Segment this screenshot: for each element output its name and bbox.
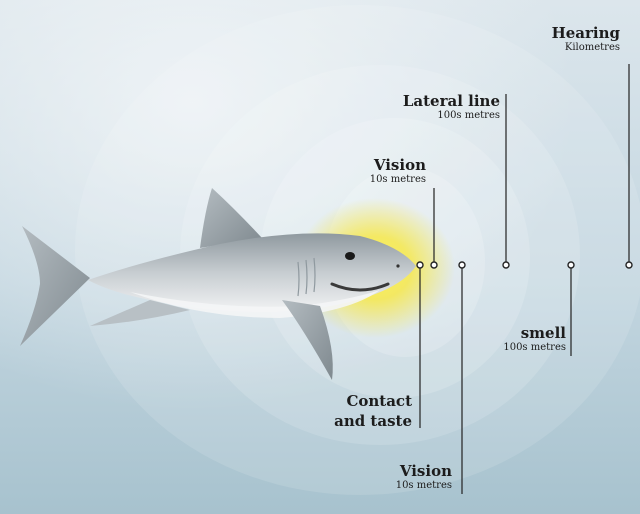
- label-smell: smell 100s metres: [503, 326, 566, 353]
- label-hearing-sub: Kilometres: [552, 43, 620, 54]
- marker-smell: [568, 262, 574, 268]
- shark-eye: [345, 252, 355, 260]
- label-vision-top-sub: 10s metres: [370, 175, 426, 186]
- label-vision-top: Vision 10s metres: [370, 158, 426, 185]
- label-smell-title: smell: [503, 326, 566, 342]
- marker-contact-taste: [417, 262, 423, 268]
- label-vision-bottom: Vision 10s metres: [396, 464, 452, 491]
- label-contact-taste: Contact and taste: [334, 392, 412, 431]
- marker-lateral-line: [503, 262, 509, 268]
- label-vision-top-title: Vision: [370, 158, 426, 174]
- label-vision-bottom-sub: 10s metres: [396, 481, 452, 492]
- label-smell-sub: 100s metres: [503, 343, 566, 354]
- marker-vision-top: [431, 262, 437, 268]
- label-hearing: Hearing Kilometres: [552, 26, 620, 53]
- label-contact-taste-title: Contact and taste: [334, 392, 412, 431]
- label-lateral-line: Lateral line 100s metres: [403, 94, 500, 121]
- marker-hearing: [626, 262, 632, 268]
- label-vision-bottom-title: Vision: [396, 464, 452, 480]
- shark-nostril: [396, 264, 399, 267]
- label-lateral-line-title: Lateral line: [403, 94, 500, 110]
- label-hearing-title: Hearing: [552, 26, 620, 42]
- marker-vision-bottom: [459, 262, 465, 268]
- label-lateral-line-sub: 100s metres: [403, 111, 500, 122]
